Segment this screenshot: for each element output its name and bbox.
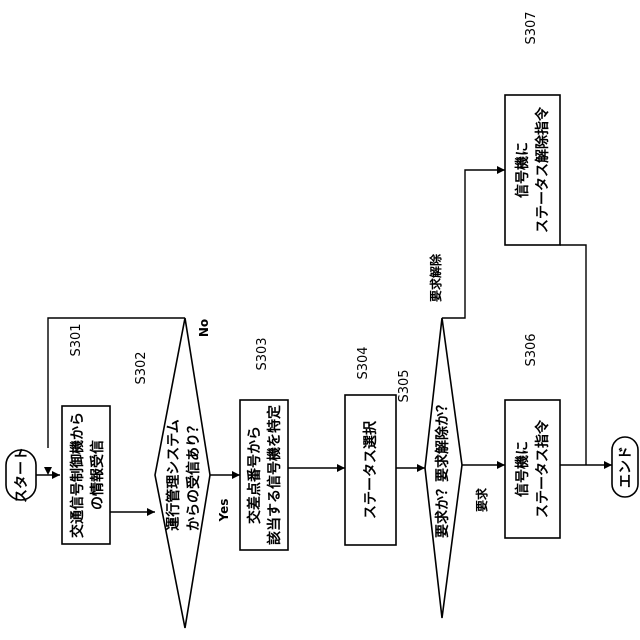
- s301-step-id: S301: [69, 323, 84, 356]
- s302-step-id: S302: [134, 351, 149, 384]
- s305-line1: 要求か？要求解除か？: [434, 398, 451, 538]
- s307-step-id: S307: [524, 11, 539, 44]
- s304-line1: ステータス選択: [362, 420, 379, 519]
- s306-line1: 信号機に: [514, 441, 531, 497]
- arrowhead-s307: [497, 166, 505, 174]
- s303-line2: 該当する信号機を特定: [266, 405, 283, 545]
- s302-line2: からの受信あり？: [185, 419, 202, 531]
- arrowhead-loop: [44, 467, 52, 475]
- s305-step-id: S305: [397, 369, 412, 402]
- s302-yes-label: Yes: [217, 499, 231, 523]
- s306-line2: ステータス指令: [534, 419, 551, 518]
- connector-s307-end: [560, 245, 586, 465]
- arrowhead-s303: [232, 471, 240, 479]
- s301-line1: 交通信号制御機から: [69, 412, 86, 538]
- arrowhead-s305: [417, 464, 425, 472]
- start-label: スタート: [14, 447, 30, 503]
- flowchart-rotated-group: スタート 交通信号制御機から の情報受信 S301 運行管理システム からの受信…: [6, 11, 638, 628]
- s302-no-label: No: [197, 319, 211, 337]
- process-s306: [505, 400, 560, 538]
- s304-step-id: S304: [356, 346, 371, 379]
- arrowhead-s301: [52, 471, 60, 479]
- arrowhead-s302: [147, 508, 155, 516]
- s307-line2: ステータス解除指令: [534, 106, 551, 233]
- process-s307: [505, 95, 560, 245]
- arrowhead-s304: [337, 464, 345, 472]
- s303-line1: 交差点番号から: [246, 426, 263, 524]
- s305-request-label: 要求: [474, 487, 489, 512]
- arrowhead-end: [604, 461, 612, 469]
- s305-release-label: 要求解除: [428, 253, 443, 302]
- s306-step-id: S306: [524, 333, 539, 366]
- s301-line2: の情報受信: [89, 440, 106, 510]
- s302-line1: 運行管理システム: [165, 419, 182, 531]
- end-label: エンド: [618, 446, 634, 488]
- s307-line1: 信号機に: [514, 142, 531, 198]
- arrowhead-s306: [497, 461, 505, 469]
- s303-step-id: S303: [255, 337, 270, 370]
- connector-s305-s307: [442, 170, 505, 318]
